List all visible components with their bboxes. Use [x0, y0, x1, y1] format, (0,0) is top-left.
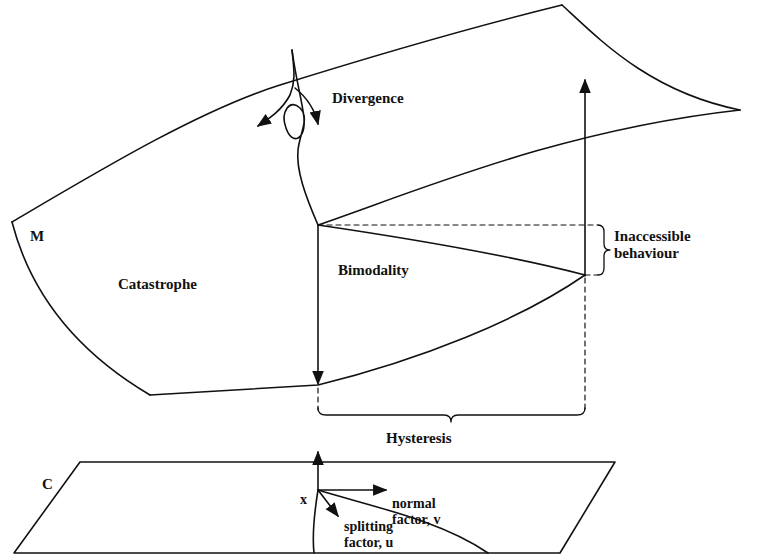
surface-back-edge: [12, 5, 562, 222]
u-axis-arrow: [318, 490, 338, 516]
x-axis-arrow: [317, 452, 319, 490]
lower-sheet-edge: [150, 275, 585, 395]
surface-right-edge: [562, 5, 740, 110]
phenomenon-label: Divergence: [332, 90, 404, 107]
surface-label: M: [30, 228, 44, 245]
cusp-projection: [318, 490, 488, 553]
pleat-curve: [284, 50, 318, 225]
hysteresis-brace: [318, 408, 585, 422]
control-plane: [14, 462, 615, 553]
axis-label: normal factor, v: [392, 496, 474, 528]
phenomenon-label: Inaccessible behaviour: [614, 228, 734, 263]
dashed-guide: [318, 225, 598, 410]
divergence-arrow: [295, 88, 318, 124]
plane-label: C: [42, 476, 53, 493]
jump-up-arrow: [584, 80, 586, 276]
phenomenon-label: Hysteresis: [386, 430, 452, 447]
cusp-projection: [313, 490, 318, 553]
divergence-arrow: [258, 50, 294, 126]
phenomenon-label: Bimodality: [338, 262, 409, 279]
v-axis-arrow: [318, 489, 386, 491]
inaccessible-brace: [598, 225, 610, 275]
phenomenon-label: Catastrophe: [118, 276, 197, 293]
surface-left-edge: [12, 222, 150, 395]
axis-label: splitting factor, u: [344, 519, 424, 551]
catastrophe-arrow: [317, 226, 319, 384]
upper-sheet-edge: [318, 110, 740, 225]
axis-label: x: [300, 492, 307, 508]
